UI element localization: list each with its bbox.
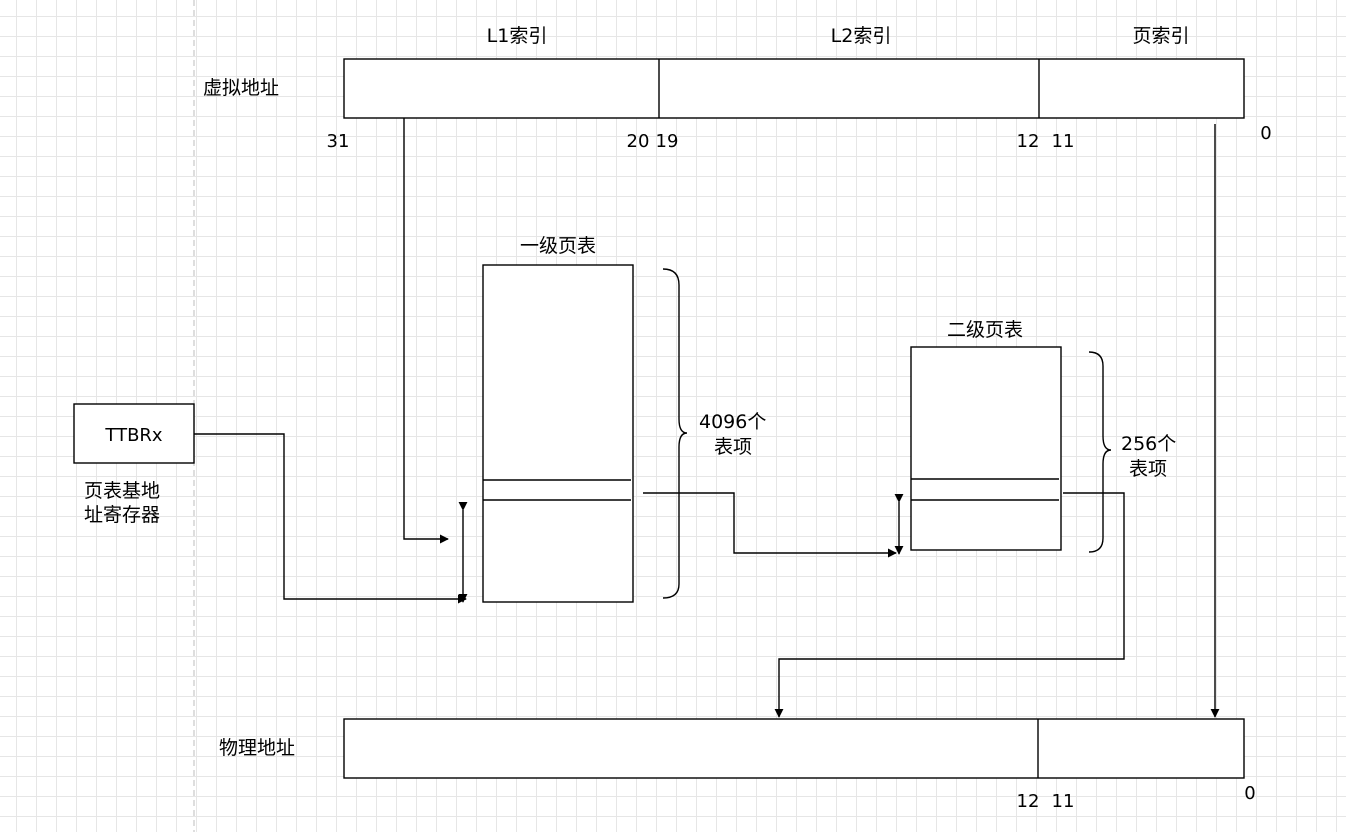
pa-bit-12: 12 [1017,791,1040,812]
l1-page-table [482,264,634,603]
l2-to-physical-arrow [774,492,1125,718]
l2-brace [1088,351,1112,553]
va-bit-20: 20 [627,131,650,152]
va-bit-11: 11 [1052,131,1075,152]
virtual-address-label: 虚拟地址 [203,77,279,99]
ttbrx-register-box [73,403,195,464]
ttbrx-base-arrow [194,433,467,604]
pa-bit-0: 0 [1244,783,1255,804]
ttbrx-caption-line1: 页表基地 [84,480,160,502]
physical-address-box [343,718,1245,779]
va-field-l2-index: L2索引 [831,25,892,47]
physical-address-label: 物理地址 [219,737,295,759]
l2-entry-count-line2: 表项 [1129,458,1167,480]
va-bit-19: 19 [656,131,679,152]
l1-brace [662,268,688,599]
l2-table-box [910,346,1062,551]
va-bit-31: 31 [327,131,350,152]
l1-to-l2-arrow [643,492,897,558]
va-bit-12: 12 [1017,131,1040,152]
ttbrx-caption-line2: 址寄存器 [84,504,160,526]
pa-bit-11: 11 [1052,791,1075,812]
virtual-address-box [343,58,1245,119]
physical-address-register [343,718,1245,779]
l2-table-title: 二级页表 [947,319,1023,341]
l1-table-box [482,264,634,603]
va-field-page-index: 页索引 [1132,25,1189,47]
virtual-address-register [343,58,1245,119]
ttbrx-register-name: TTBRx [104,425,163,446]
va-bit-0: 0 [1260,123,1271,144]
l1-entry-count-line2: 表项 [714,436,752,458]
va-field-l1-index: L1索引 [487,25,548,47]
l2-entry-count-line1: 256个 [1121,433,1176,455]
l1-entry-count-line1: 4096个 [699,411,766,433]
l1-table-title: 一级页表 [520,235,596,257]
l1-index-arrow [403,118,449,544]
l2-page-table [910,346,1062,551]
